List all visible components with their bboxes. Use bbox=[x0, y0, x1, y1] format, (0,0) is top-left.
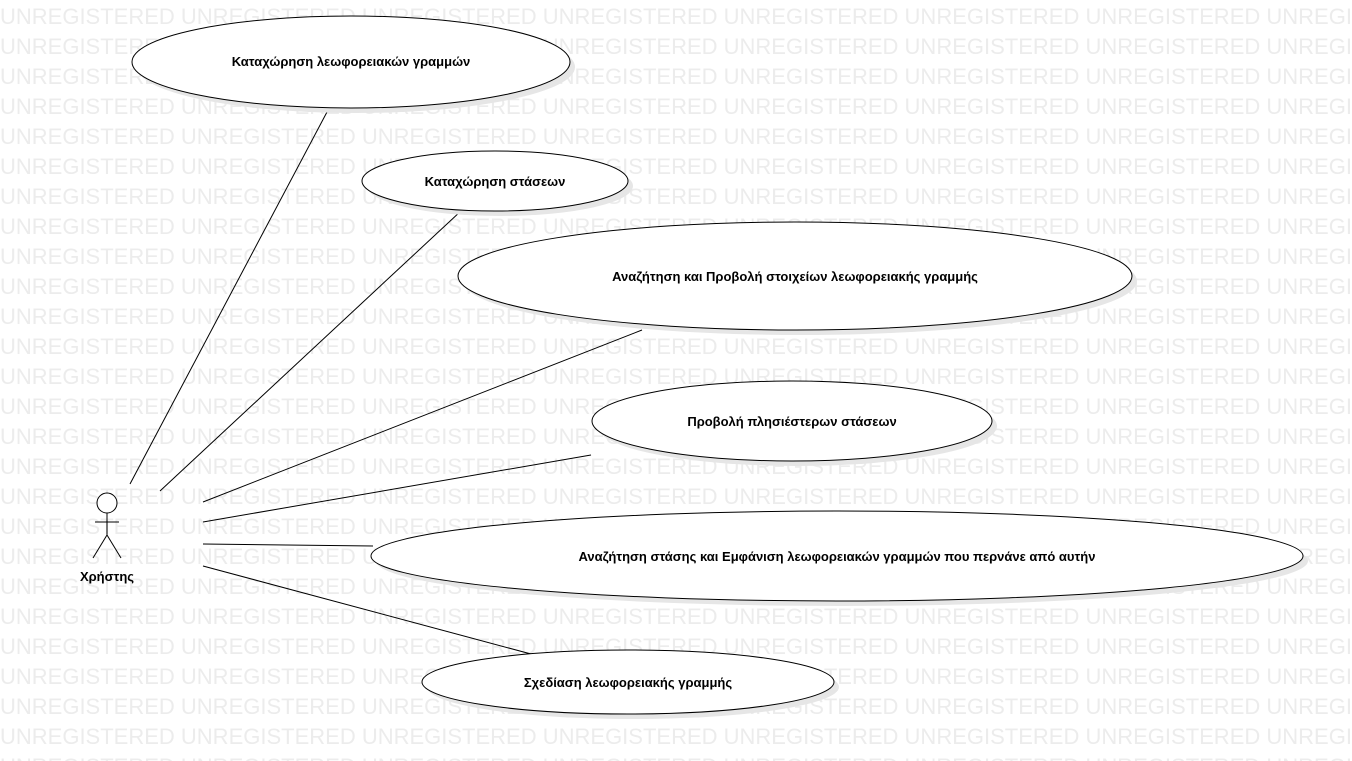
use-case-register-lines[interactable]: Καταχώρηση λεωφορειακών γραμμών bbox=[131, 15, 575, 113]
use-case-search-stop[interactable]: Αναζήτηση στάσης και Εμφάνιση λεωφορειακ… bbox=[370, 510, 1308, 606]
use-case-label: Καταχώρηση λεωφορειακών γραμμών bbox=[232, 54, 471, 69]
use-case-label: Σχεδίαση λεωφορειακής γραμμής bbox=[524, 675, 733, 690]
use-case-ellipse[interactable] bbox=[591, 380, 993, 462]
association-search-stop[interactable] bbox=[202, 543, 374, 547]
use-case-label: Προβολή πλησιέστερων στάσεων bbox=[687, 414, 896, 429]
use-case-design-line[interactable]: Σχεδίαση λεωφορειακής γραμμής bbox=[421, 649, 839, 719]
use-case-register-stops[interactable]: Καταχώρηση στάσεων bbox=[361, 150, 633, 216]
actor[interactable] bbox=[92, 492, 122, 559]
use-case-ellipse[interactable] bbox=[457, 221, 1133, 331]
use-case-label: Αναζήτηση στάσης και Εμφάνιση λεωφορειακ… bbox=[579, 549, 1096, 564]
use-case-ellipse[interactable] bbox=[421, 649, 835, 715]
use-case-ellipse[interactable] bbox=[370, 510, 1304, 602]
use-case-search-line[interactable]: Αναζήτηση και Προβολή στοιχείων λεωφορει… bbox=[457, 221, 1137, 335]
associations bbox=[129, 111, 643, 655]
association-register-lines[interactable] bbox=[129, 111, 328, 485]
use-case-ellipse[interactable] bbox=[361, 150, 629, 212]
actor-head bbox=[96, 492, 118, 514]
actor-label: Χρήστης bbox=[80, 569, 134, 584]
actor-leg-right bbox=[106, 534, 122, 559]
association-nearest-stops[interactable] bbox=[202, 454, 592, 523]
association-register-stops[interactable] bbox=[159, 209, 463, 492]
use-case-label: Αναζήτηση και Προβολή στοιχείων λεωφορει… bbox=[612, 269, 978, 284]
use-case-nearest-stops[interactable]: Προβολή πλησιέστερων στάσεων bbox=[591, 380, 997, 466]
association-search-line[interactable] bbox=[202, 329, 643, 503]
use-case-ellipse[interactable] bbox=[131, 15, 571, 109]
actor-leg-left bbox=[92, 534, 108, 559]
association-design-line[interactable] bbox=[202, 565, 532, 655]
use-case-label: Καταχώρηση στάσεων bbox=[425, 174, 566, 189]
